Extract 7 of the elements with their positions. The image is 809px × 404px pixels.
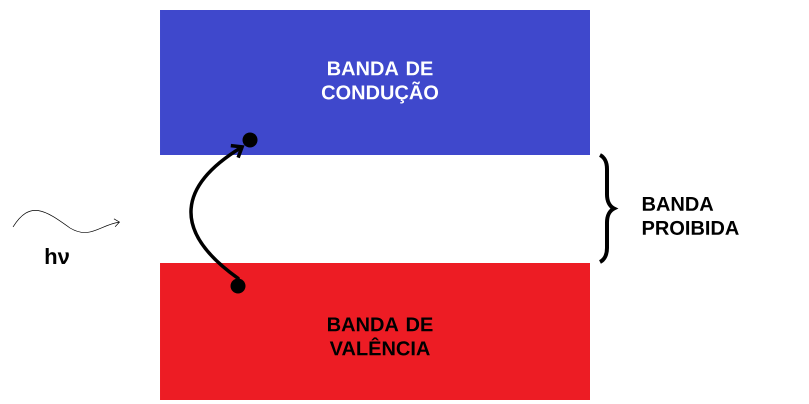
band-label: BANDA PROIBIDA (642, 197, 739, 235)
photon-label: hν (46, 248, 69, 264)
band-box: BANDA DE VALÊNCIA (160, 263, 590, 400)
arrow (189, 144, 245, 280)
band-box: BANDA DE CONDUÇÃO (160, 10, 590, 155)
dot (230, 278, 246, 294)
dot (242, 132, 258, 148)
